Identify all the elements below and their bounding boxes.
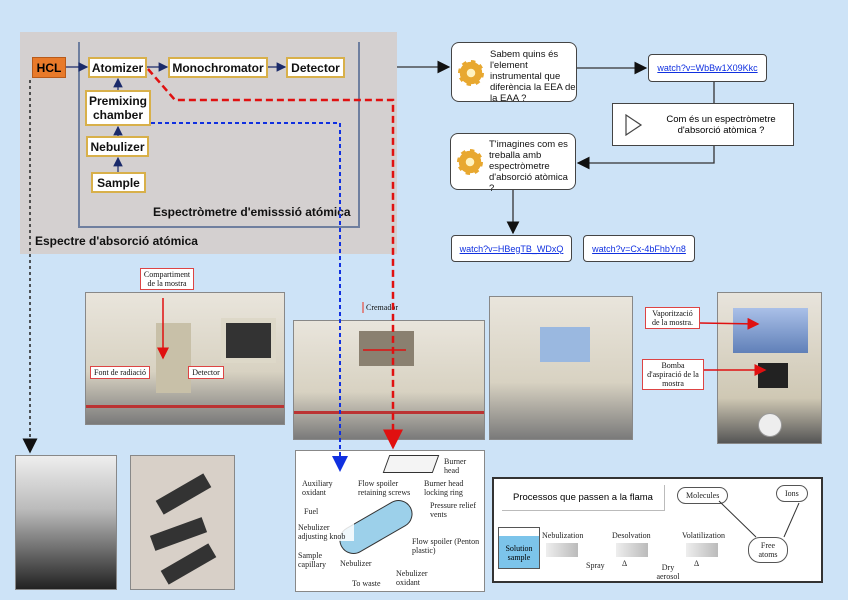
absorption-label: Espectre d'absorció atómica bbox=[35, 234, 198, 248]
label-relief-vents: Pressure relief vents bbox=[430, 501, 482, 519]
spectrometer-photo-3 bbox=[489, 296, 633, 440]
flame-processes-diagram: Processos que passen a la flama Solution… bbox=[492, 477, 823, 583]
emission-label: Espectròmetre d'emisssió atómica bbox=[153, 205, 351, 219]
step-desolvation: Desolvation bbox=[612, 531, 651, 540]
label-locking-ring: Burner head locking ring bbox=[424, 479, 482, 497]
free-atoms-cloud: Free atoms bbox=[748, 537, 788, 563]
spectrometer-photo-4 bbox=[717, 292, 822, 444]
sample-block: Sample bbox=[91, 172, 146, 193]
hcl-block: HCL bbox=[32, 57, 66, 78]
atomizer-block: Atomizer bbox=[88, 57, 147, 78]
question-box-3: T'imagines com es treballa amb espectròm… bbox=[450, 133, 576, 194]
step-nebulization: Nebulization bbox=[542, 531, 584, 540]
gear-icon bbox=[458, 60, 484, 86]
monochromator-block: Monochromator bbox=[168, 57, 268, 78]
ions-cloud: Ions bbox=[776, 485, 808, 502]
label-fuel: Fuel bbox=[304, 507, 319, 516]
spectrometer-photo-2 bbox=[293, 320, 485, 440]
caption-detector: Detector bbox=[188, 366, 224, 379]
caption-vaporization: Vaporització de la mostra. bbox=[645, 307, 700, 329]
label-auxiliary-oxidant: Auxiliary oxidant bbox=[302, 479, 346, 497]
spectrometer-photo-1 bbox=[85, 292, 285, 425]
question-box-1: Sabem quins és l'element instrumental qu… bbox=[451, 42, 577, 104]
spray-label: Spray bbox=[586, 561, 605, 570]
caption-radiation-source: Font de radiació bbox=[90, 366, 150, 379]
question-1-text: Sabem quins és l'element instrumental qu… bbox=[490, 49, 576, 104]
question-box-2: Com és un espectròmetre d'absorció atòmi… bbox=[612, 103, 794, 146]
step-volatilization: Volatilization bbox=[682, 531, 725, 540]
label-flow-spoiler: Flow spoiler (Penton plastic) bbox=[412, 537, 482, 555]
caption-burner: Cremador bbox=[362, 302, 400, 313]
lamp-compartment-photo bbox=[15, 455, 117, 590]
label-nebulizer: Nebulizer bbox=[340, 559, 372, 568]
delta-symbol: Δ bbox=[694, 559, 700, 568]
delta-symbol: Δ bbox=[622, 559, 628, 568]
hollow-cathode-lamps-photo bbox=[130, 455, 235, 590]
flame-title: Processos que passen a la flama bbox=[502, 485, 665, 511]
gear-icon bbox=[457, 149, 483, 175]
molecules-cloud: Molecules bbox=[677, 487, 729, 504]
caption-sample-compartment: Compartiment de la mostra bbox=[140, 268, 194, 290]
label-retaining-screws: Flow spoiler retaining screws bbox=[358, 479, 418, 497]
label-to-waste: To waste bbox=[352, 579, 381, 588]
burner-nebulizer-diagram: Burner head Burner head locking ring Pre… bbox=[295, 450, 485, 592]
burner-head-shape bbox=[382, 455, 440, 473]
label-adjusting-knob: Nebulizer adjusting knob bbox=[298, 523, 354, 541]
video-link-1[interactable]: watch?v=WbBw1X09Kkc bbox=[648, 54, 767, 82]
arrow-desolvation bbox=[616, 543, 648, 557]
nebulizer-block: Nebulizer bbox=[86, 136, 149, 157]
video-link-2[interactable]: watch?v=HBegTB_WDxQ bbox=[451, 235, 572, 262]
caption-aspiration-pump: Bomba d'aspiració de la mostra bbox=[642, 359, 704, 390]
premixing-chamber-block: Premixing chamber bbox=[85, 90, 151, 126]
arrow-nebulization bbox=[546, 543, 578, 557]
arrow-volatilization bbox=[686, 543, 718, 557]
label-sample-capillary: Sample capillary bbox=[298, 551, 334, 569]
solution-sample-beaker: Solution sample bbox=[498, 527, 540, 569]
video-link-3[interactable]: watch?v=Cx-4bFhbYn8 bbox=[583, 235, 695, 262]
detector-block: Detector bbox=[286, 57, 345, 78]
question-3-text: T'imagines com es treballa amb espectròm… bbox=[489, 139, 568, 194]
dry-aerosol-label: Dry aerosol bbox=[656, 563, 680, 581]
label-burner-head: Burner head bbox=[444, 457, 482, 475]
question-2-text: Com és un espectròmetre d'absorció atòmi… bbox=[666, 114, 776, 136]
play-icon bbox=[625, 114, 643, 136]
equilibrium-arrows bbox=[718, 500, 800, 538]
label-nebulizer-oxidant: Nebulizer oxidant bbox=[396, 569, 440, 587]
